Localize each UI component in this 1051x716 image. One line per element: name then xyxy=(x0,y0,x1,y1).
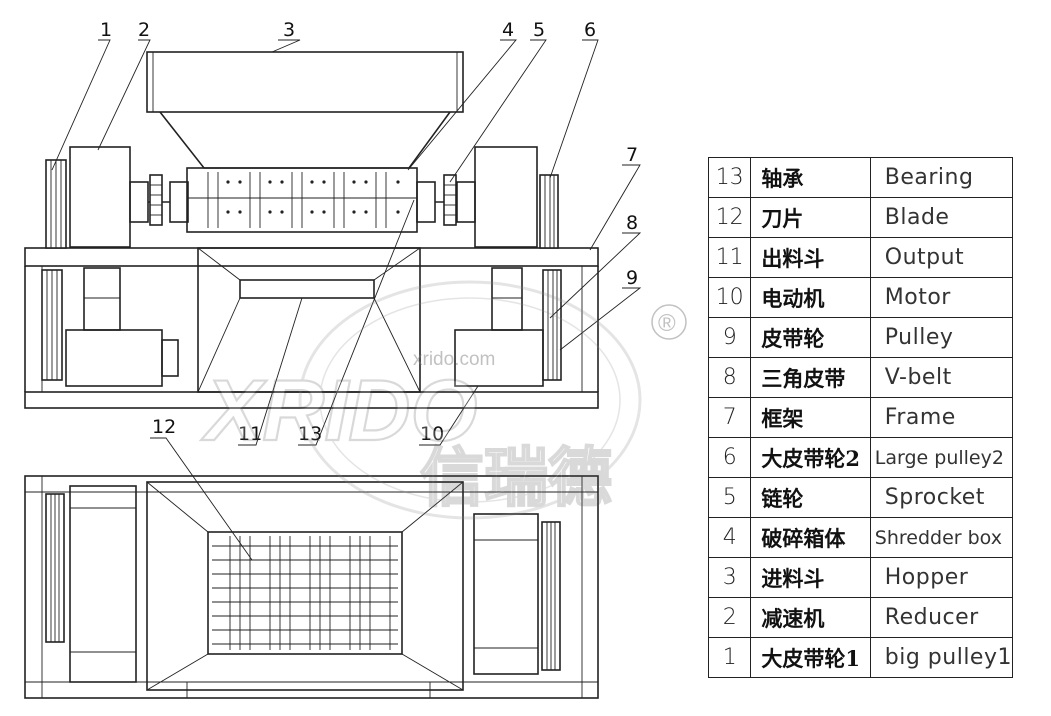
large-pulley-2 xyxy=(539,174,559,249)
legend-part-number: 12 xyxy=(707,197,752,238)
legend-part-name-en: Blade xyxy=(869,197,1014,238)
legend-part-number: 2 xyxy=(707,597,752,638)
legend-part-name-cn: 链轮 xyxy=(750,477,871,518)
watermark-url-group: xrido.com ® xyxy=(413,304,687,370)
callout-7: 7 xyxy=(626,144,638,166)
reducer-left xyxy=(69,146,131,248)
legend-part-name-cn: 皮带轮 xyxy=(750,317,871,358)
legend-part-name-cn: 电动机 xyxy=(750,277,871,318)
motor-left xyxy=(65,329,163,387)
callout-1: 1 xyxy=(100,19,112,41)
front-view: 1 2 3 4 5 6 7 8 9 10 11 13 xyxy=(24,19,642,446)
output-chute xyxy=(197,247,421,393)
callout-9: 9 xyxy=(626,267,638,289)
legend-part-number: 7 xyxy=(707,397,752,438)
legend-part-name-en: Output xyxy=(869,237,1014,278)
legend-part-number: 11 xyxy=(707,237,752,278)
sprocket-left xyxy=(149,174,163,226)
watermark-cn-brand: 信瑞德 xyxy=(420,442,612,516)
legend-part-name-en: Pulley xyxy=(869,317,1014,358)
legend-part-name-cn: 三角皮带 xyxy=(750,357,871,398)
callout-5: 5 xyxy=(533,19,545,41)
legend-part-name-cn: 轴承 xyxy=(750,157,871,198)
watermark-brand: XRIDO xyxy=(201,363,477,459)
legend-part-number: 8 xyxy=(707,357,752,398)
callout-6: 6 xyxy=(584,19,596,41)
legend-part-number: 5 xyxy=(707,477,752,518)
callout-11: 11 xyxy=(238,423,262,445)
hopper-top xyxy=(146,51,464,113)
v-belt-right xyxy=(542,269,562,381)
watermark-url: xrido.com xyxy=(413,349,495,370)
callout-3: 3 xyxy=(283,19,295,41)
callout-10: 10 xyxy=(420,423,444,445)
legend-part-name-en: Large pulley2 xyxy=(869,437,1014,478)
legend-part-number: 4 xyxy=(707,517,752,558)
legend-part-name-cn: 刀片 xyxy=(750,197,871,238)
legend-part-name-cn: 框架 xyxy=(750,397,871,438)
top-view: 12 xyxy=(24,416,599,699)
legend-part-name-en: V-belt xyxy=(869,357,1014,398)
hopper-opening xyxy=(146,481,464,691)
reducer-right xyxy=(474,146,538,248)
watermark: XRIDO 信瑞德 xyxy=(200,280,642,520)
legend-part-name-en: Sprocket xyxy=(869,477,1014,518)
frame-top-beam xyxy=(24,247,599,267)
legend-part-number: 3 xyxy=(707,557,752,598)
callout-13: 13 xyxy=(298,423,322,445)
legend-part-name-en: Shredder box xyxy=(869,517,1014,558)
legend-part-number: 6 xyxy=(707,437,752,478)
legend-part-number: 1 xyxy=(707,637,752,678)
legend-part-name-en: Reducer xyxy=(869,597,1014,638)
legend-part-name-cn: 进料斗 xyxy=(750,557,871,598)
watermark-registered: ® xyxy=(658,310,676,337)
callout-2: 2 xyxy=(138,19,150,41)
legend-part-name-en: Frame xyxy=(869,397,1014,438)
legend-part-name-en: Hopper xyxy=(869,557,1014,598)
legend-part-name-cn: 破碎箱体 xyxy=(750,517,871,558)
legend-part-name-cn: 大皮带轮2 xyxy=(750,437,871,478)
reducer-left-top xyxy=(69,485,137,683)
reducer-right-top xyxy=(473,513,539,675)
sprocket-right xyxy=(443,174,457,226)
callout-8: 8 xyxy=(626,212,638,234)
legend-part-number: 10 xyxy=(707,277,752,318)
legend-part-name-cn: 出料斗 xyxy=(750,237,871,278)
callout-4: 4 xyxy=(502,19,514,41)
legend-part-number: 13 xyxy=(707,157,752,198)
blade-grid xyxy=(212,536,398,650)
legend-part-name-en: Motor xyxy=(869,277,1014,318)
legend-part-name-en: big pulley1 xyxy=(869,637,1014,678)
legend-part-name-cn: 大皮带轮1 xyxy=(750,637,871,678)
frame-outline-top xyxy=(24,475,599,699)
legend-part-number: 9 xyxy=(707,317,752,358)
legend-part-name-cn: 减速机 xyxy=(750,597,871,638)
callout-12: 12 xyxy=(152,416,176,438)
legend-part-name-en: Bearing xyxy=(869,157,1014,198)
